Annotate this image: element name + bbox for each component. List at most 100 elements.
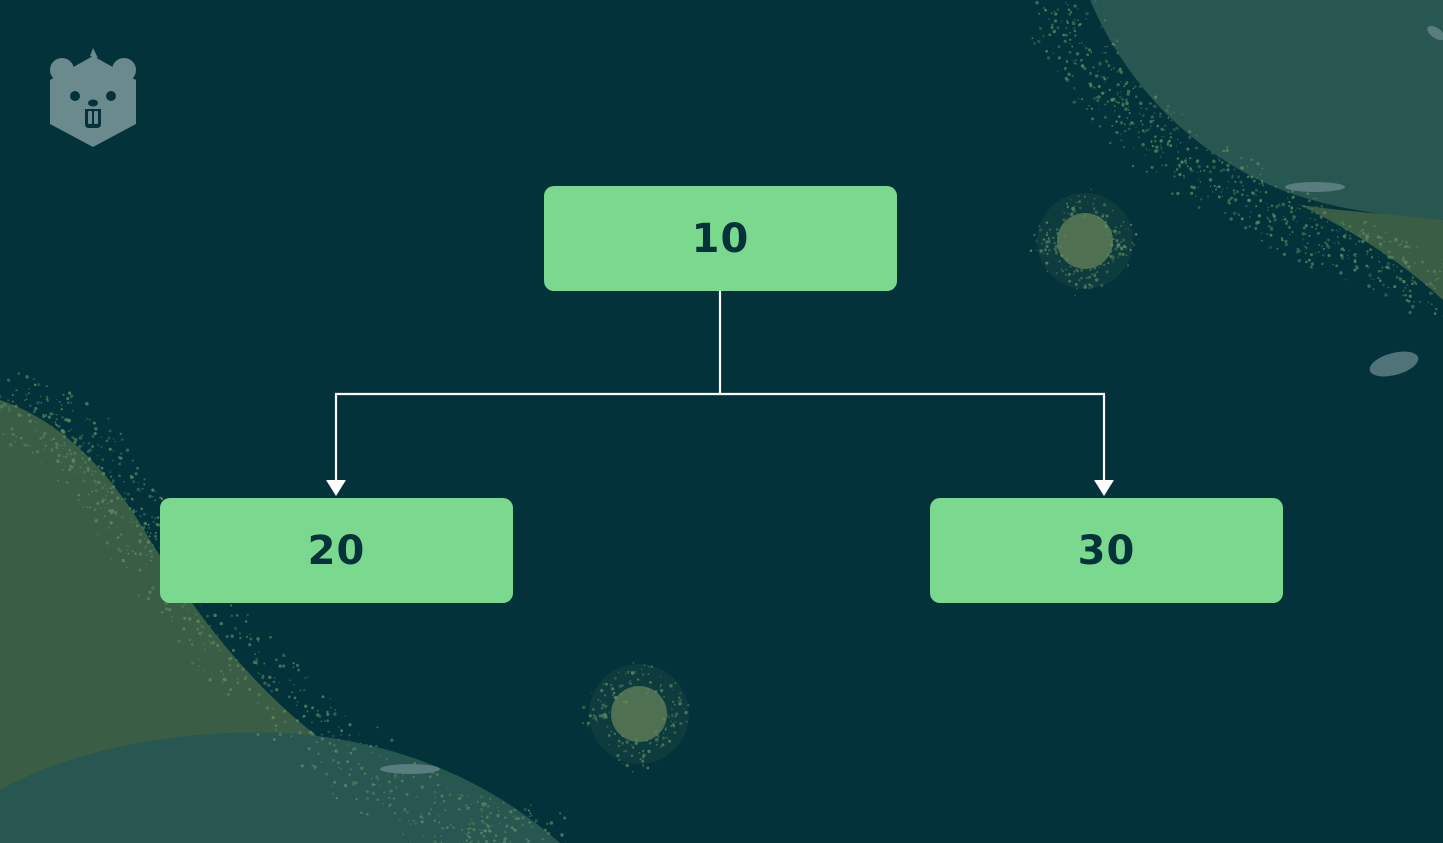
speckle-dot: [674, 681, 677, 685]
speckle-dot: [1122, 244, 1126, 249]
speckle-dot: [1145, 107, 1148, 110]
speckle-dot: [57, 479, 60, 482]
speckle-dot: [110, 499, 113, 503]
speckle-dot: [1063, 234, 1066, 237]
speckle-dot: [1089, 269, 1092, 271]
speckle-dot: [1407, 265, 1411, 269]
speckle-dot: [1077, 8, 1079, 10]
speckle-dot: [1090, 284, 1094, 288]
speckle-dot: [36, 450, 39, 454]
speckle-dot: [1405, 244, 1409, 248]
speckle-dot: [36, 401, 40, 405]
speckle-dot: [1107, 119, 1109, 121]
speckle-dot: [684, 710, 688, 715]
speckle-dot: [671, 700, 675, 704]
speckle-dot: [1106, 45, 1108, 48]
speckle-dot: [1399, 243, 1402, 246]
speckle-dot: [43, 448, 46, 450]
speckle-dot: [57, 424, 61, 428]
speckle-dot: [363, 772, 367, 776]
speckle-dot: [348, 739, 350, 742]
speckle-dot: [654, 690, 658, 694]
speckle-dot: [1224, 211, 1227, 215]
speckle-dot: [44, 443, 46, 446]
speckle-dot: [15, 389, 18, 392]
speckle-dot: [1065, 257, 1069, 261]
speckle-dot: [1248, 225, 1251, 228]
speckle-dot: [636, 678, 640, 681]
speckle-dot: [1348, 249, 1350, 252]
speckle-dot: [1137, 131, 1140, 134]
speckle-dot: [1104, 225, 1108, 229]
speckle-dot: [1212, 159, 1216, 164]
speckle-dot: [513, 808, 517, 812]
speckle-dot: [340, 767, 343, 770]
speckle-dot: [117, 536, 120, 539]
speckle-dot: [117, 547, 120, 551]
speckle-dot: [148, 535, 151, 538]
speckle-dot: [263, 728, 265, 731]
speckle-dot: [434, 796, 437, 799]
speckle-dot: [107, 525, 111, 529]
speckle-dot: [96, 501, 100, 505]
speckle-dot: [1266, 232, 1269, 236]
speckle-dot: [489, 797, 492, 800]
speckle-dot: [306, 710, 309, 713]
speckle-dot: [531, 825, 534, 829]
speckle-dot: [68, 468, 72, 472]
speckle-dot: [278, 681, 280, 684]
speckle-dot: [121, 558, 126, 563]
speckle-dot: [677, 699, 680, 702]
speckle-dot: [530, 814, 533, 817]
speckle-dot: [41, 434, 46, 439]
speckle-dot: [1366, 250, 1369, 253]
speckle-dot: [313, 767, 316, 770]
speckle-dot: [246, 613, 249, 617]
speckle-dot: [1045, 261, 1049, 265]
speckle-dot: [11, 432, 15, 437]
speckle-dot: [1164, 125, 1166, 127]
speckle-dot: [1372, 288, 1375, 290]
speckle-dot: [1067, 213, 1069, 215]
speckle-dot: [25, 394, 28, 396]
speckle-dot: [256, 663, 259, 665]
speckle-dot: [1267, 209, 1269, 212]
speckle-dot: [88, 418, 91, 421]
speckle-dot: [1273, 218, 1277, 222]
speckle-dot: [642, 673, 645, 676]
speckle-dot: [143, 478, 146, 481]
speckle-dot: [412, 819, 416, 822]
speckle-dot: [1320, 225, 1324, 229]
speckle-dot: [369, 744, 373, 748]
speckle-dot: [1345, 278, 1347, 281]
speckle-dot: [1033, 42, 1036, 45]
speckle-dot: [245, 635, 249, 638]
speckle-dot: [1120, 139, 1123, 142]
speckle-dot: [395, 786, 398, 789]
speckle-dot: [365, 812, 369, 816]
speckle-dot: [464, 804, 468, 807]
speckle-dot: [1141, 129, 1145, 132]
speckle-dot: [1062, 33, 1066, 37]
speckle-dot: [1194, 195, 1197, 198]
speckle-dot: [392, 797, 396, 800]
speckle-dot: [1105, 59, 1107, 61]
speckle-dot: [1176, 191, 1180, 196]
speckle-dot: [375, 775, 379, 779]
speckle-dot: [621, 742, 624, 745]
speckle-dot: [337, 739, 340, 741]
speckle-dot: [139, 514, 142, 518]
speckle-dot: [198, 632, 202, 636]
speckle-dot: [1283, 215, 1285, 218]
speckle-dot: [1402, 290, 1405, 292]
speckle-dot: [1379, 236, 1383, 240]
speckle-dot: [1401, 256, 1406, 260]
speckle-dot: [1117, 84, 1120, 86]
speckle-dot: [678, 702, 681, 706]
speckle-dot: [390, 738, 394, 742]
speckle-dot: [683, 708, 685, 710]
speckle-dot: [1098, 125, 1102, 128]
speckle-dot: [225, 634, 229, 639]
speckle-dot: [11, 394, 14, 396]
